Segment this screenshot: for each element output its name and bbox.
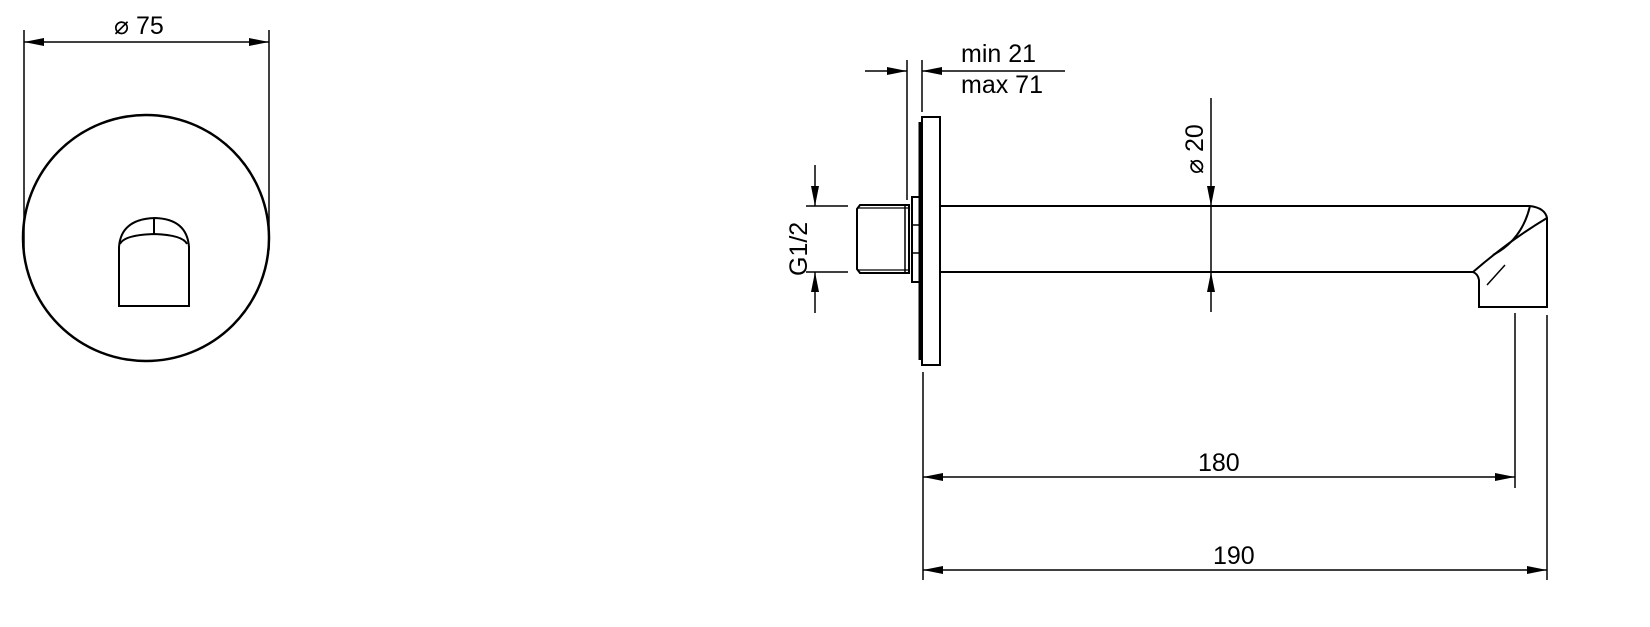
label-thread-size: G1/2 xyxy=(785,221,813,276)
label-depth-min: min 21 xyxy=(961,40,1037,68)
wall-flange xyxy=(921,116,941,366)
label-plate-diameter: ⌀ 75 xyxy=(114,12,164,40)
spout-outlet-inner-arc xyxy=(119,232,188,245)
spout-tip-curve-2 xyxy=(1492,205,1531,256)
spout-outlet-outline xyxy=(118,216,190,307)
label-depth-max: max 71 xyxy=(961,71,1043,99)
spout-tip-curve-3 xyxy=(1486,264,1506,286)
wall-plate-circle xyxy=(21,113,271,363)
label-projection-180: 180 xyxy=(1198,449,1240,477)
label-projection-190: 190 xyxy=(1213,542,1255,570)
label-spout-diameter: ⌀ 20 xyxy=(1181,124,1209,174)
front-view xyxy=(21,30,271,363)
threaded-inlet xyxy=(856,204,910,274)
spout-tube-bottom xyxy=(940,205,1548,308)
side-view xyxy=(806,60,1548,580)
spout-tip-curve-1 xyxy=(1472,217,1548,273)
